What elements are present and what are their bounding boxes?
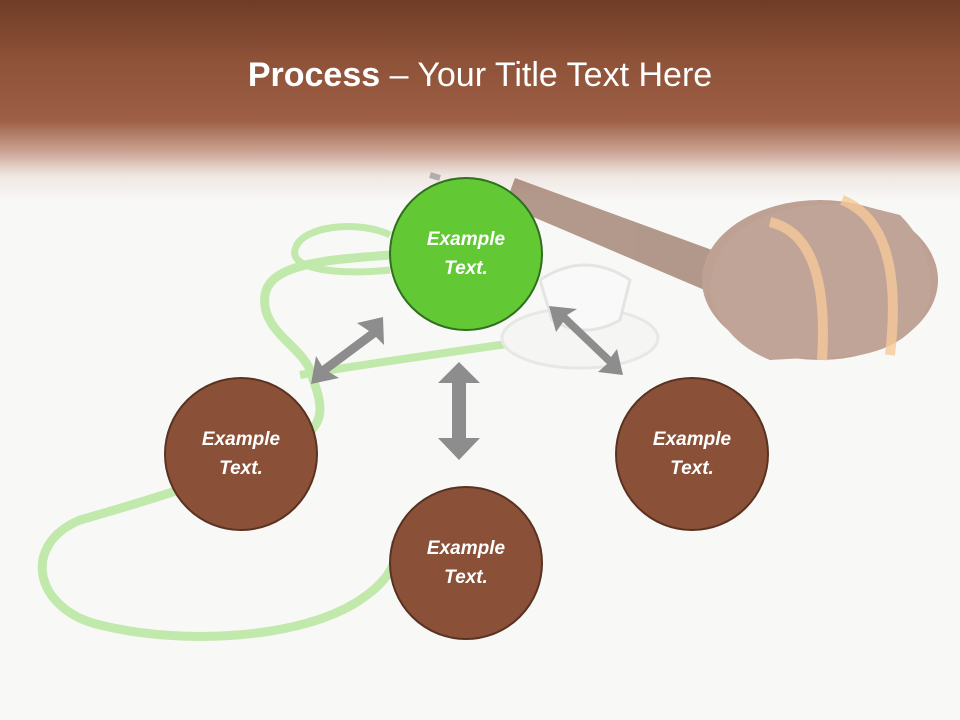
node-top-label: Example Text. [426,229,506,279]
node-left-label: Example Text. [201,429,281,479]
title-bold: Process [247,56,381,94]
node-right[interactable]: Example Text. [615,377,769,531]
header-band [0,0,960,200]
gavel-image [505,178,938,361]
title-rest: – Your Title Text Here [380,56,713,94]
node-left[interactable]: Example Text. [164,377,318,531]
arrow-vertical [438,362,480,460]
arrow-top-right [549,306,623,375]
node-bottom[interactable]: Example Text. [389,486,543,640]
node-bottom-label: Example Text. [426,538,506,588]
node-right-label: Example Text. [652,429,732,479]
arrow-top-left [311,317,384,384]
slide-title: Process – Your Title Text Here [0,52,960,98]
node-top[interactable]: Example Text. [389,177,543,331]
